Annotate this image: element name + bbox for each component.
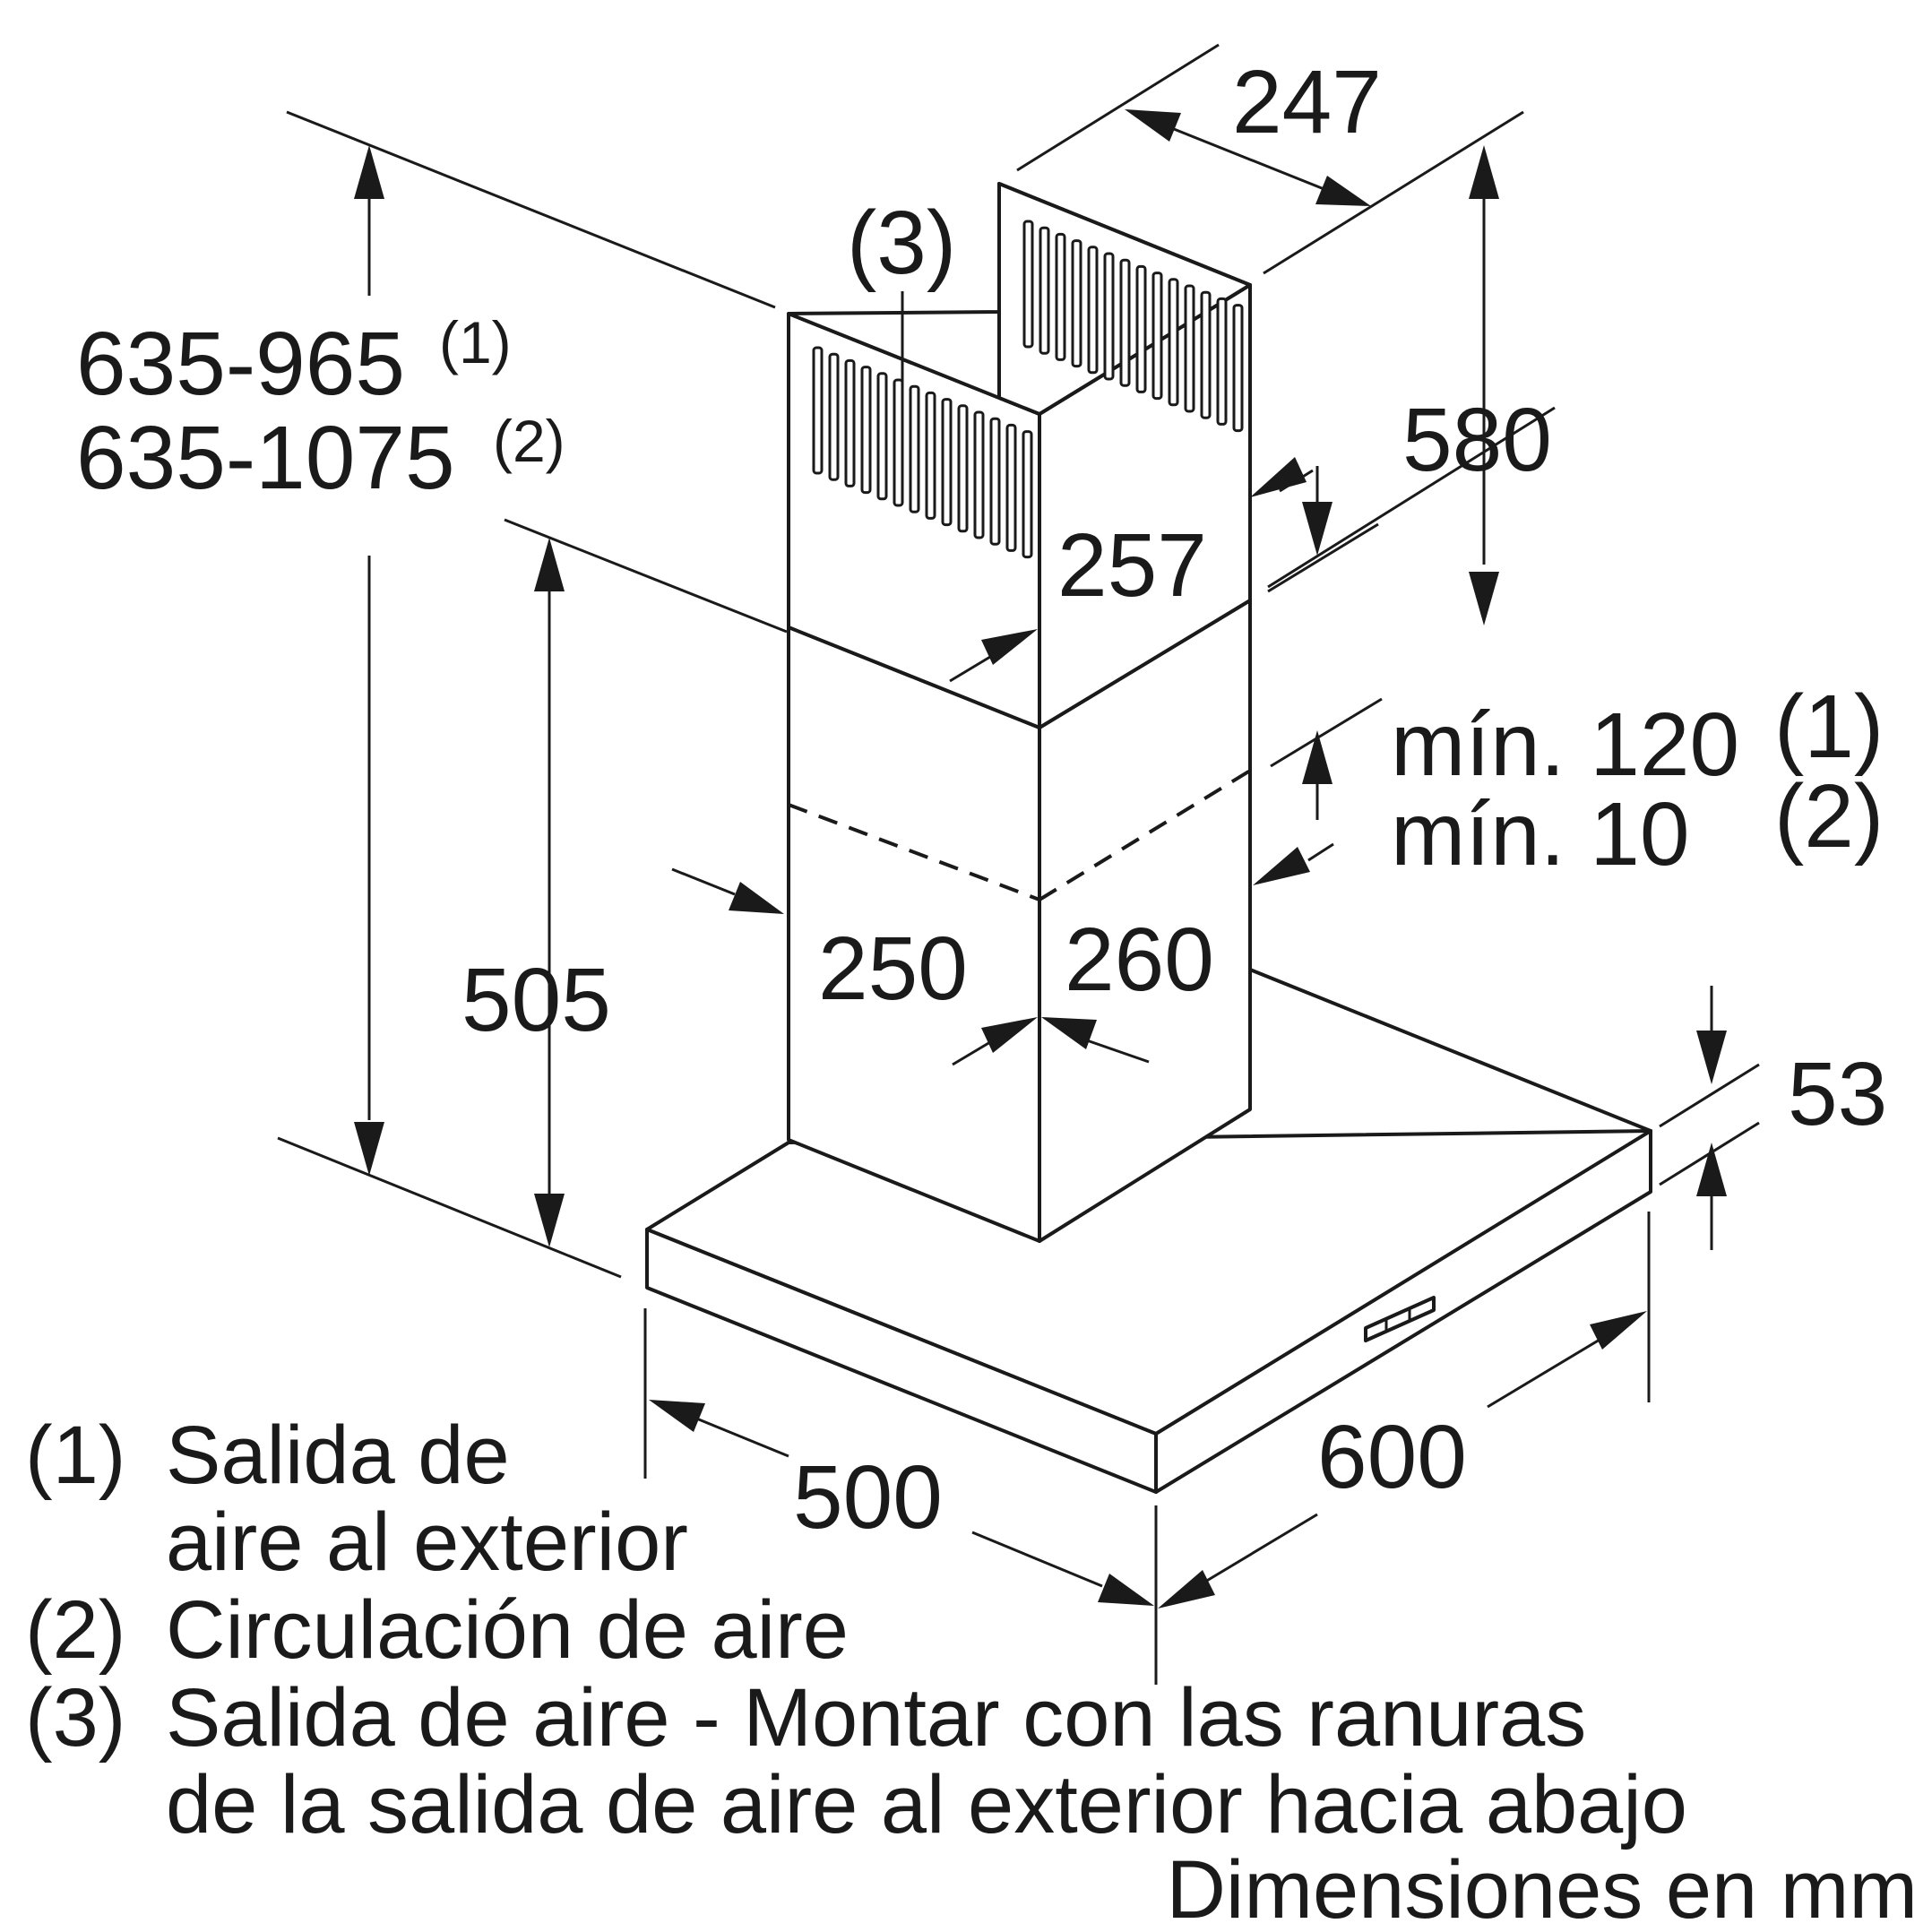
upper-chimney <box>787 182 1252 729</box>
canopy <box>645 968 1652 1494</box>
lower-chimney <box>787 599 1252 1243</box>
dim-247: 247 <box>1232 52 1382 152</box>
control-panel-icon <box>1364 1296 1436 1342</box>
dim-53: 53 <box>1788 1044 1887 1144</box>
dim-580: 580 <box>1402 390 1552 490</box>
dim-height-variant-1-note: (1) <box>439 309 512 375</box>
legend-num-2: (2) <box>25 1584 125 1676</box>
vent-slot <box>893 378 904 507</box>
dimension-arrows <box>354 109 1727 1609</box>
dim-height-variant-2: 635-1075 <box>76 408 455 508</box>
vent-slot <box>1055 232 1066 361</box>
vent-slot <box>1103 252 1115 381</box>
legend-text-1-line-1: Salida de <box>166 1410 510 1501</box>
callout-3: (3) <box>847 193 956 293</box>
dim-overlap-min-120-note: (1) <box>1774 677 1884 777</box>
vent-slot <box>1168 278 1179 407</box>
vent-slot <box>1135 264 1147 393</box>
vent-slot <box>925 391 936 520</box>
air-outlet-slots-front <box>812 346 1033 559</box>
vent-slot <box>909 384 920 513</box>
legend-num-3: (3) <box>25 1672 125 1764</box>
canopy-back-edge <box>1248 968 1652 1133</box>
air-outlet-slots-back <box>1022 220 1244 433</box>
dim-250: 250 <box>818 919 968 1019</box>
units-note: Dimensiones en mm <box>1166 1844 1918 1932</box>
vent-slot <box>876 372 888 501</box>
dim-257: 257 <box>1057 515 1207 616</box>
vent-slot <box>957 404 969 533</box>
legend-text-3-line-2: de la salida de aire al exterior hacia a… <box>166 1759 1687 1850</box>
vent-slot <box>1119 258 1131 387</box>
vent-slot <box>941 398 953 527</box>
vent-slot <box>1087 246 1099 375</box>
extension-lines <box>277 43 1760 1685</box>
vent-slot <box>1200 290 1212 419</box>
vent-slot <box>1184 284 1195 413</box>
vent-slot <box>989 417 1001 546</box>
dim-height-variant-2-note: (2) <box>493 408 565 474</box>
vent-slot <box>828 352 840 481</box>
vent-slot <box>844 358 856 487</box>
dim-overlap-min-10: mín. 10 <box>1391 784 1690 884</box>
dim-505: 505 <box>461 950 611 1050</box>
legend-text-1-line-2: aire al exterior <box>166 1496 688 1588</box>
legend-num-1: (1) <box>25 1410 125 1501</box>
legend-text-2-line-1: Circulación de aire <box>166 1584 849 1676</box>
dim-500: 500 <box>793 1447 943 1548</box>
vent-slot <box>1022 220 1034 349</box>
vent-slot <box>1022 430 1033 559</box>
overlap-marker-right <box>1038 769 1252 901</box>
legend: (1) Salida de aire al exterior (2) Circu… <box>25 1410 1687 1850</box>
vent-slot <box>1071 239 1082 368</box>
vent-slot <box>860 366 872 495</box>
dim-260: 260 <box>1065 910 1214 1010</box>
vent-slot <box>1005 423 1017 552</box>
dim-overlap-min-10-note: (2) <box>1774 766 1884 867</box>
overlap-marker-left <box>788 803 1040 901</box>
vent-slot <box>1216 297 1228 426</box>
dim-600: 600 <box>1317 1407 1467 1507</box>
vent-slot <box>1151 272 1163 401</box>
vent-slot <box>1039 226 1050 355</box>
legend-text-3-line-1: Salida de aire - Montar con las ranuras <box>166 1672 1586 1764</box>
vent-slot <box>1232 304 1244 433</box>
vent-slot <box>812 346 824 475</box>
dim-overlap-min-120: mín. 120 <box>1391 694 1739 795</box>
dim-height-variant-1: 635-965 <box>76 314 405 414</box>
vent-slot <box>973 410 985 539</box>
